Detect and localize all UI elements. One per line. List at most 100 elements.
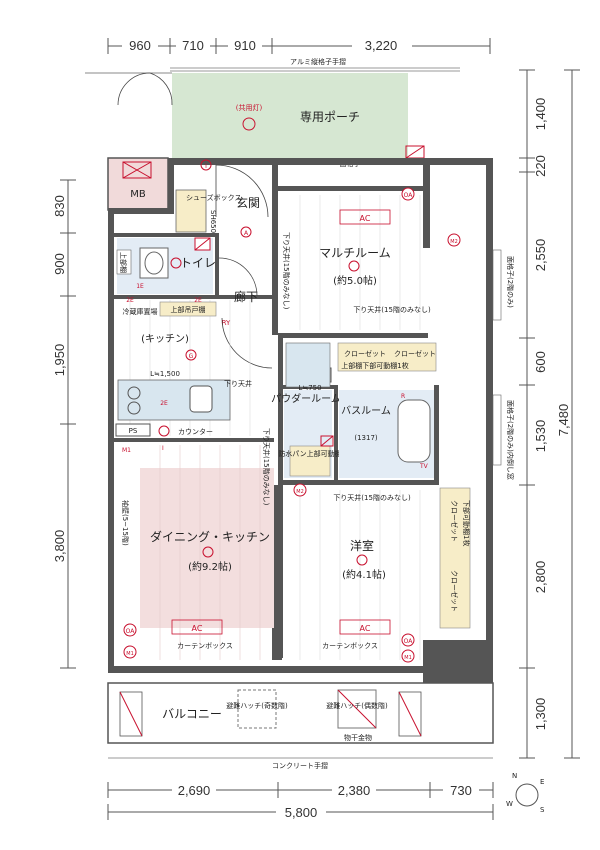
ceiling-drop-dk: 下り天井(15階のみなし) — [262, 428, 271, 506]
waterproof-pan-label: 防水パン上部可動棚 — [278, 449, 341, 458]
kitchen-label: (キッチン) — [141, 333, 189, 345]
tv-bath: TV — [419, 463, 429, 470]
powder-room-label: パウダールーム — [271, 392, 341, 405]
multi-room-label: マルチルーム — [319, 246, 391, 260]
dim-top-910: 910 — [234, 38, 256, 53]
western-floor — [299, 490, 421, 660]
left-dimensions: 830 900 1,950 3,800 — [52, 179, 76, 669]
dim-right-1530: 1,530 — [533, 420, 548, 453]
ac-dk: AC — [192, 624, 203, 633]
mb-box — [107, 157, 169, 211]
dim-top-960: 960 — [129, 38, 151, 53]
closet-strip — [337, 342, 437, 372]
balcony-area — [107, 682, 494, 744]
l1500-label: L≒1,500 — [150, 370, 180, 378]
hatch-odd-label: 避難ハッチ(奇数階) — [226, 701, 288, 710]
counter-label: カウンター — [178, 427, 213, 436]
outlet-i-top: I — [205, 163, 207, 170]
dim-left-3800: 3,800 — [52, 530, 67, 563]
sh-dim-label: SH650 — [209, 210, 217, 233]
compass-s: S — [540, 806, 545, 814]
ceiling-drop-multi2: 下り天井(15階のみなし) — [353, 305, 431, 314]
dim-left-830: 830 — [52, 195, 67, 217]
ceiling-drop-western: 下り天井(15階のみなし) — [333, 493, 411, 502]
ry-symbol: RY — [222, 319, 231, 327]
bottom-dimensions: 2,690 2,380 730 5,800 — [107, 781, 494, 821]
top-dimensions: 960 710 910 3,220 — [107, 36, 491, 54]
closet-1-shelf: 上部棚下部可動棚1枚 — [341, 361, 408, 370]
i-kitchen: I — [162, 445, 164, 452]
shoe-box — [175, 189, 207, 233]
m1-kitchen: M1 — [122, 447, 131, 454]
outlet-a-genkan: A — [244, 230, 249, 237]
m2-multi: M2 — [450, 239, 458, 245]
2e-kitchen: 2E — [160, 400, 168, 407]
face-lattice-right: 面格子(2階のみ) — [506, 256, 515, 308]
ps-kitchen: PS — [129, 427, 138, 435]
dim-top-3220: 3,220 — [365, 38, 398, 53]
dim-right-1400: 1,400 — [533, 98, 548, 131]
western-label: 洋室 — [350, 538, 374, 553]
ceiling-drop-kitchen: 下り天井 — [224, 379, 252, 388]
mb-label: MB — [130, 189, 146, 200]
m1-dk: M1 — [126, 651, 134, 657]
compass-icon: N E S W — [506, 772, 545, 814]
dk-floor-lines — [159, 445, 261, 660]
ceiling-drop-multi: 下り天井(15階のみなし) — [282, 232, 291, 310]
upper-hinged-label: 上部吊戸棚 — [171, 305, 206, 314]
balcony-label: バルコニー — [162, 707, 222, 721]
toilet-label: トイレ — [180, 256, 216, 270]
compass-e: E — [540, 778, 544, 786]
ac-multi: AC — [360, 214, 371, 223]
dim-right-1300: 1,300 — [533, 698, 548, 731]
dim-right-600: 600 — [533, 351, 548, 373]
genkan-label: 玄関 — [236, 195, 260, 210]
bath-size: (1317) — [354, 434, 378, 442]
western-closet-note: 下部可動棚1枚 — [462, 500, 471, 546]
right-dimensions: 1,400 220 2,550 600 1,530 2,800 1,300 7,… — [519, 69, 580, 759]
2e-fridge: 2E — [126, 297, 134, 304]
l750-label: L≒750 — [298, 384, 321, 392]
common-light-label: (共用灯) — [236, 103, 263, 112]
dim-right-2800: 2,800 — [533, 561, 548, 594]
curtain-box-western: カーテンボックス — [322, 642, 378, 650]
fridge-label: 冷蔵庫置場 — [123, 307, 158, 316]
top-rail-label: アルミ縦格子手摺 — [290, 57, 346, 66]
dim-bottom-2380: 2,380 — [338, 783, 371, 798]
dim-bottom-total: 5,800 — [285, 805, 318, 820]
wall-note: 袖壁(5~15階) — [121, 500, 130, 546]
face-lattice-right2: 面格子(2階のみ)内倒し窓 — [506, 400, 515, 480]
porch-label: 専用ポーチ — [300, 110, 360, 124]
r-bath: R — [401, 393, 405, 400]
compass-n: N — [512, 772, 517, 780]
oa-western: OA — [404, 638, 414, 645]
m1-western: M1 — [404, 655, 412, 661]
western-size: (約4.1帖) — [342, 568, 386, 581]
dim-right-220: 220 — [533, 155, 548, 177]
multi-room-size: (約5.0帖) — [333, 274, 377, 287]
m2-western: M2 — [296, 489, 304, 495]
closet-1-label: クローゼット — [344, 349, 386, 358]
dim-bottom-2690: 2,690 — [178, 783, 211, 798]
g-kitchen: G — [189, 353, 194, 360]
curtain-box-dk: カーテンボックス — [177, 642, 233, 650]
dk-floor — [140, 468, 274, 628]
ac-western: AC — [360, 624, 371, 633]
dim-top-710: 710 — [182, 38, 204, 53]
shoe-box-label: シューズボックス — [186, 193, 241, 202]
dim-left-1950: 1,950 — [52, 344, 67, 377]
western-closet — [439, 487, 471, 629]
dim-right-2550: 2,550 — [533, 239, 548, 272]
dk-label: ダイニング・キッチン — [150, 529, 270, 544]
hatch-even-label: 避難ハッチ(偶数階) — [326, 701, 388, 710]
porch-area — [172, 73, 408, 159]
laundry-label: 物干金物 — [344, 733, 372, 742]
dim-left-900: 900 — [52, 253, 67, 275]
dk-size: (約9.2帖) — [188, 560, 232, 573]
dim-bottom-730: 730 — [450, 783, 472, 798]
western-closet-1: クローゼット — [450, 500, 459, 542]
bath-room-label: バスルーム — [341, 405, 391, 417]
toilet-shelf: 上部棚 — [119, 252, 128, 273]
dim-right-total: 7,480 — [556, 404, 571, 437]
